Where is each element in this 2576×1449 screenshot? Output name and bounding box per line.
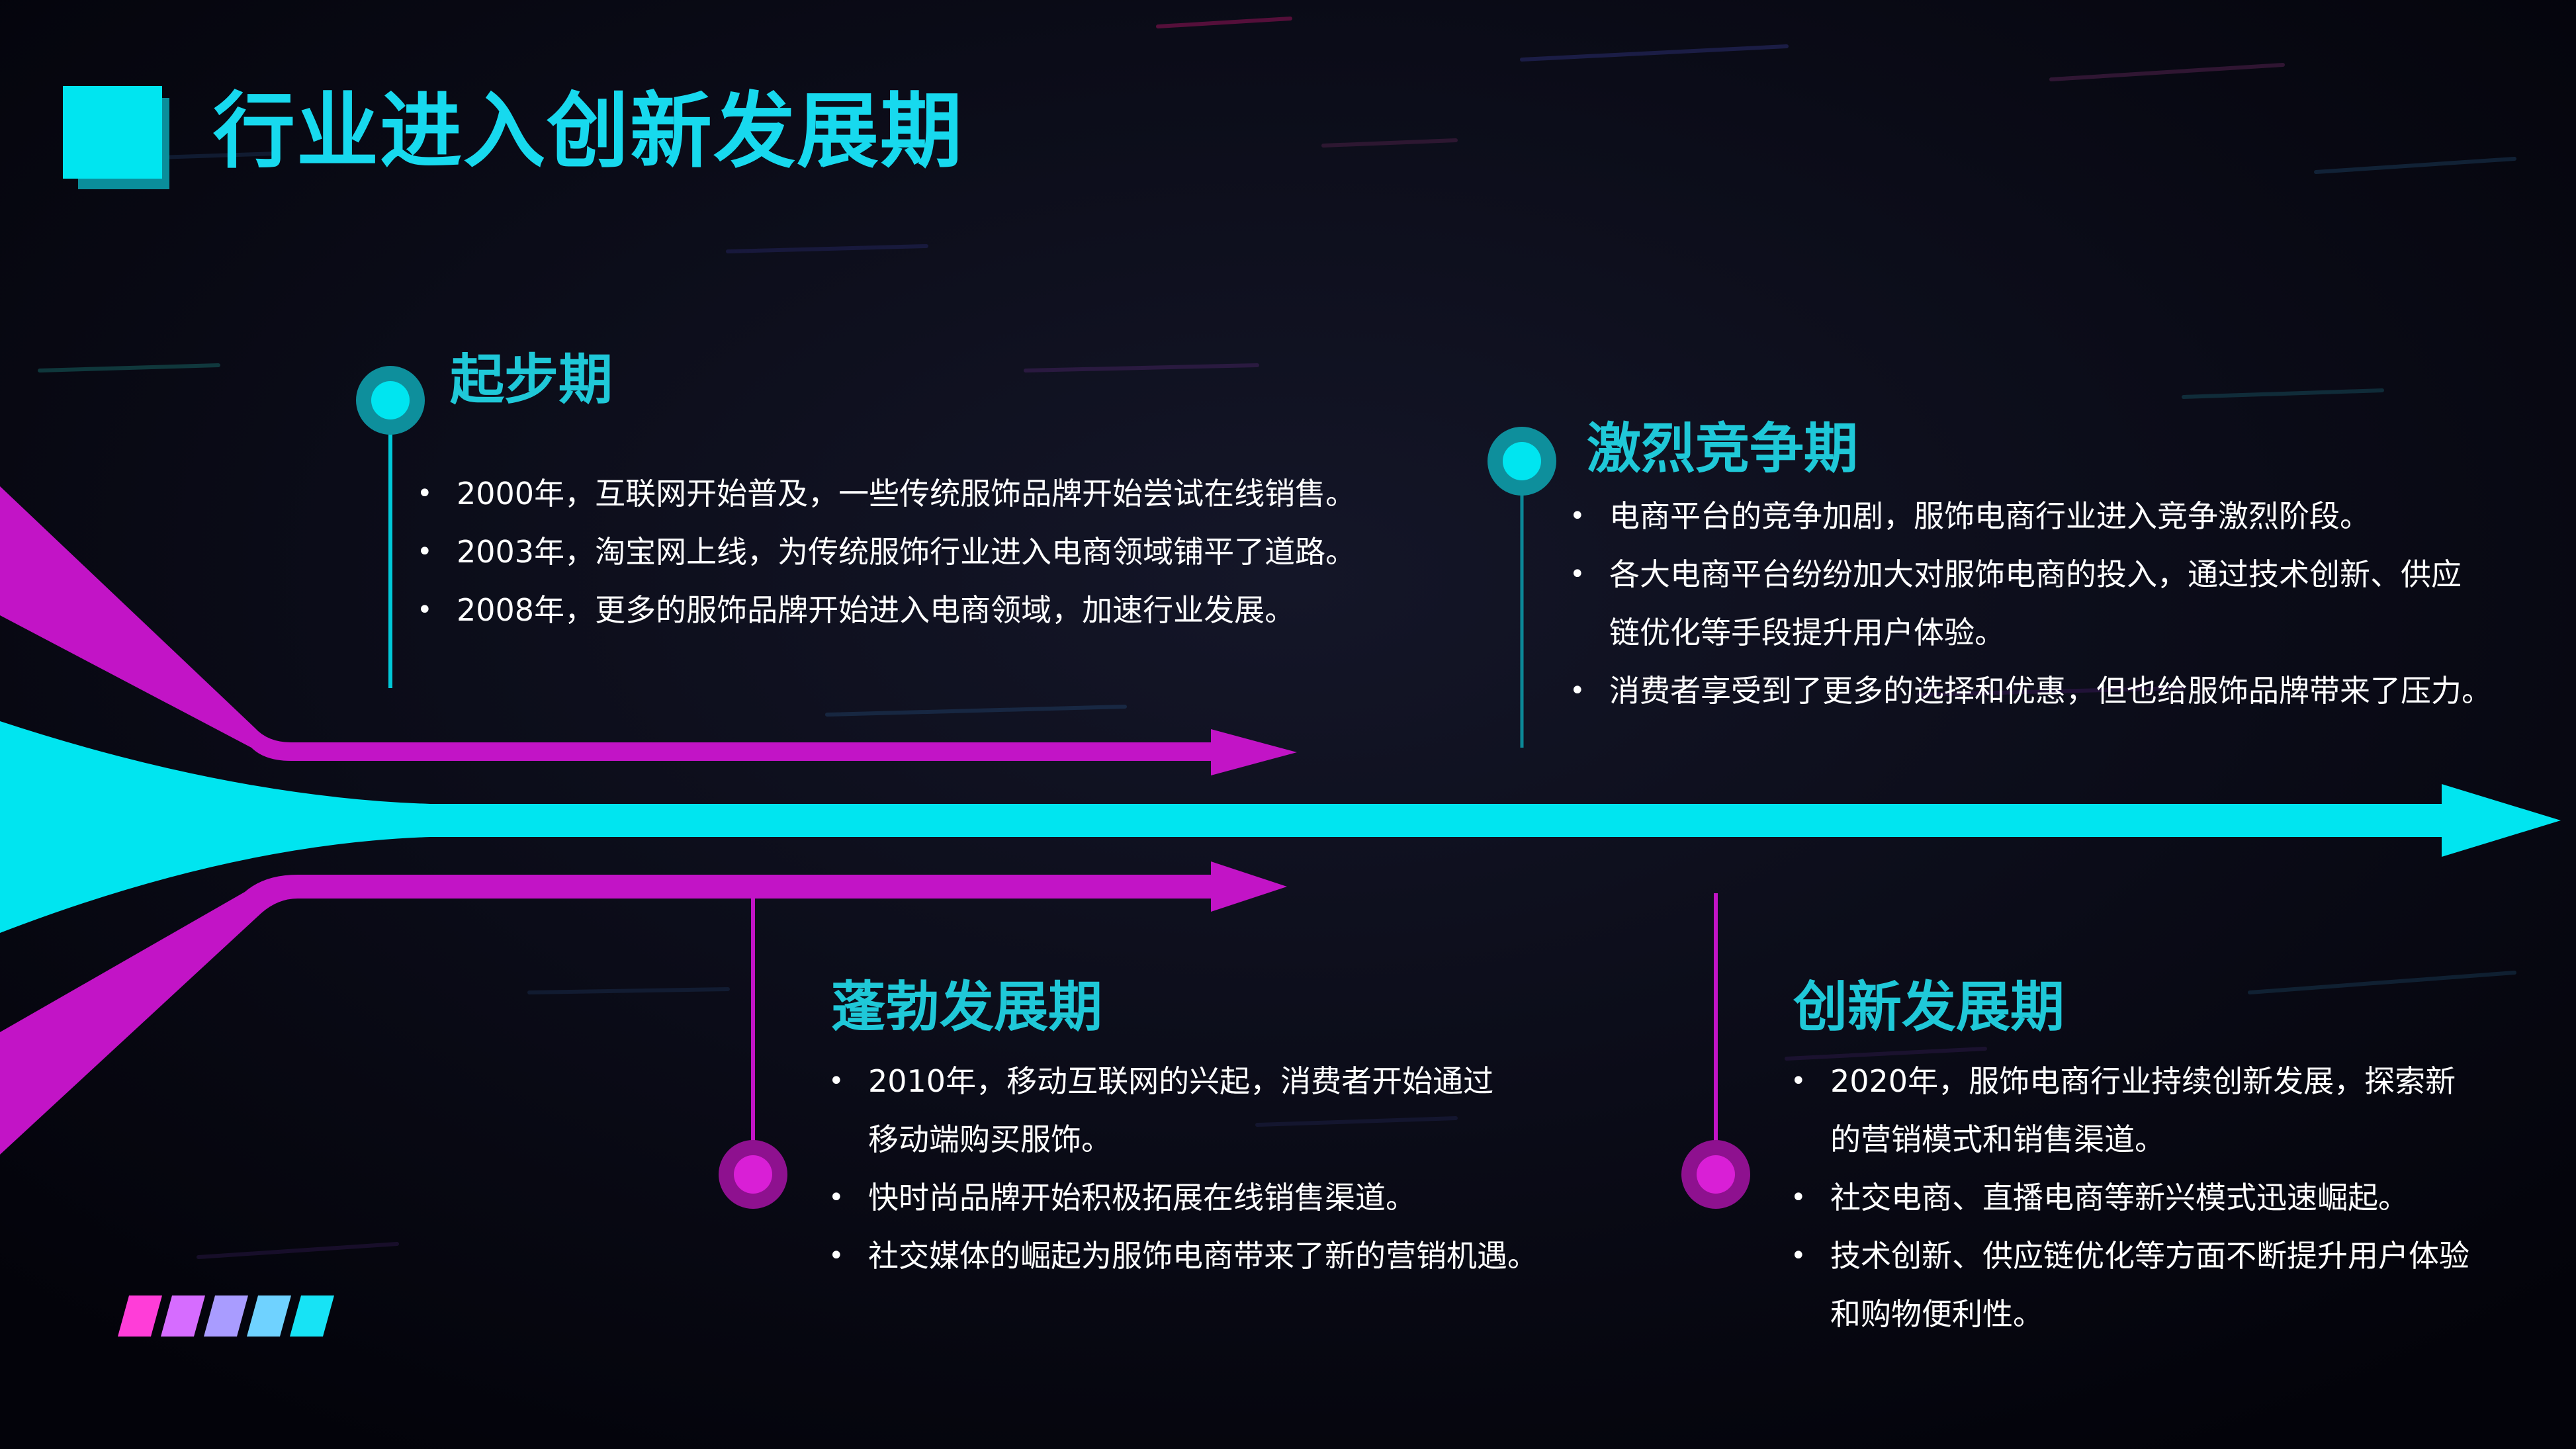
list-item-continuation: 和购物便利性。: [1791, 1285, 2469, 1343]
phase3-bullets: 2010年，移动互联网的兴起，消费者开始通过 移动端购买服饰。 快时尚品牌开始积…: [828, 1052, 1538, 1285]
list-item: 社交媒体的崛起为服饰电商带来了新的营销机遇。: [828, 1227, 1538, 1285]
list-item: 技术创新、供应链优化等方面不断提升用户体验: [1791, 1227, 2469, 1285]
phase3-title: 蓬勃发展期: [831, 976, 1103, 1039]
list-item: 快时尚品牌开始积极拓展在线销售渠道。: [828, 1168, 1538, 1227]
phase4-bullets: 2020年，服饰电商行业持续创新发展，探索新 的营销模式和销售渠道。 社交电商、…: [1791, 1052, 2469, 1343]
list-item-text: 的营销模式和销售渠道。: [1830, 1121, 2165, 1157]
upper-magenta-arrow: [0, 486, 1297, 775]
list-item: 2000年，互联网开始普及，一些传统服饰品牌开始尝试在线销售。: [417, 464, 1356, 523]
list-item: 2008年，更多的服饰品牌开始进入电商领域，加速行业发展。: [417, 581, 1356, 639]
phase1-marker: [356, 366, 425, 435]
list-item-continuation: 链优化等手段提升用户体验。: [1570, 603, 2492, 662]
list-item-text: 链优化等手段提升用户体验。: [1609, 615, 2005, 650]
phase1-bullets: 2000年，互联网开始普及，一些传统服饰品牌开始尝试在线销售。 2003年，淘宝…: [417, 464, 1356, 639]
phase2-marker: [1488, 427, 1556, 496]
phase1-title: 起步期: [450, 349, 613, 412]
list-item: 消费者享受到了更多的选择和优惠，但也给服饰品牌带来了压力。: [1570, 662, 2492, 720]
list-item: 各大电商平台纷纷加大对服饰电商的投入，通过技术创新、供应: [1570, 545, 2492, 603]
decorative-stripes: [118, 1295, 334, 1337]
list-item-text: 移动端购买服饰。: [868, 1121, 1112, 1157]
phase4-marker: [1681, 1140, 1750, 1209]
list-item: 2003年，淘宝网上线，为传统服饰行业进入电商领域铺平了道路。: [417, 523, 1356, 581]
main-cyan-arrow: [0, 721, 2561, 933]
list-item: 2010年，移动互联网的兴起，消费者开始通过: [828, 1052, 1538, 1110]
list-item-text: 和购物便利性。: [1830, 1296, 2043, 1332]
list-item-continuation: 移动端购买服饰。: [828, 1110, 1538, 1168]
list-item: 电商平台的竞争加剧，服饰电商行业进入竞争激烈阶段。: [1570, 487, 2492, 545]
lower-magenta-arrow: [0, 861, 1287, 1155]
list-item: 社交电商、直播电商等新兴模式迅速崛起。: [1791, 1168, 2469, 1227]
page-title: 行业进入创新发展期: [213, 84, 964, 179]
phase2-bullets: 电商平台的竞争加剧，服饰电商行业进入竞争激烈阶段。 各大电商平台纷纷加大对服饰电…: [1570, 487, 2492, 720]
list-item-continuation: 的营销模式和销售渠道。: [1791, 1110, 2469, 1168]
list-item: 2020年，服饰电商行业持续创新发展，探索新: [1791, 1052, 2469, 1110]
phase3-marker: [719, 1140, 787, 1209]
title-square-icon: [63, 86, 169, 189]
phase2-title: 激烈竞争期: [1587, 417, 1859, 480]
phase4-title: 创新发展期: [1793, 976, 2065, 1039]
